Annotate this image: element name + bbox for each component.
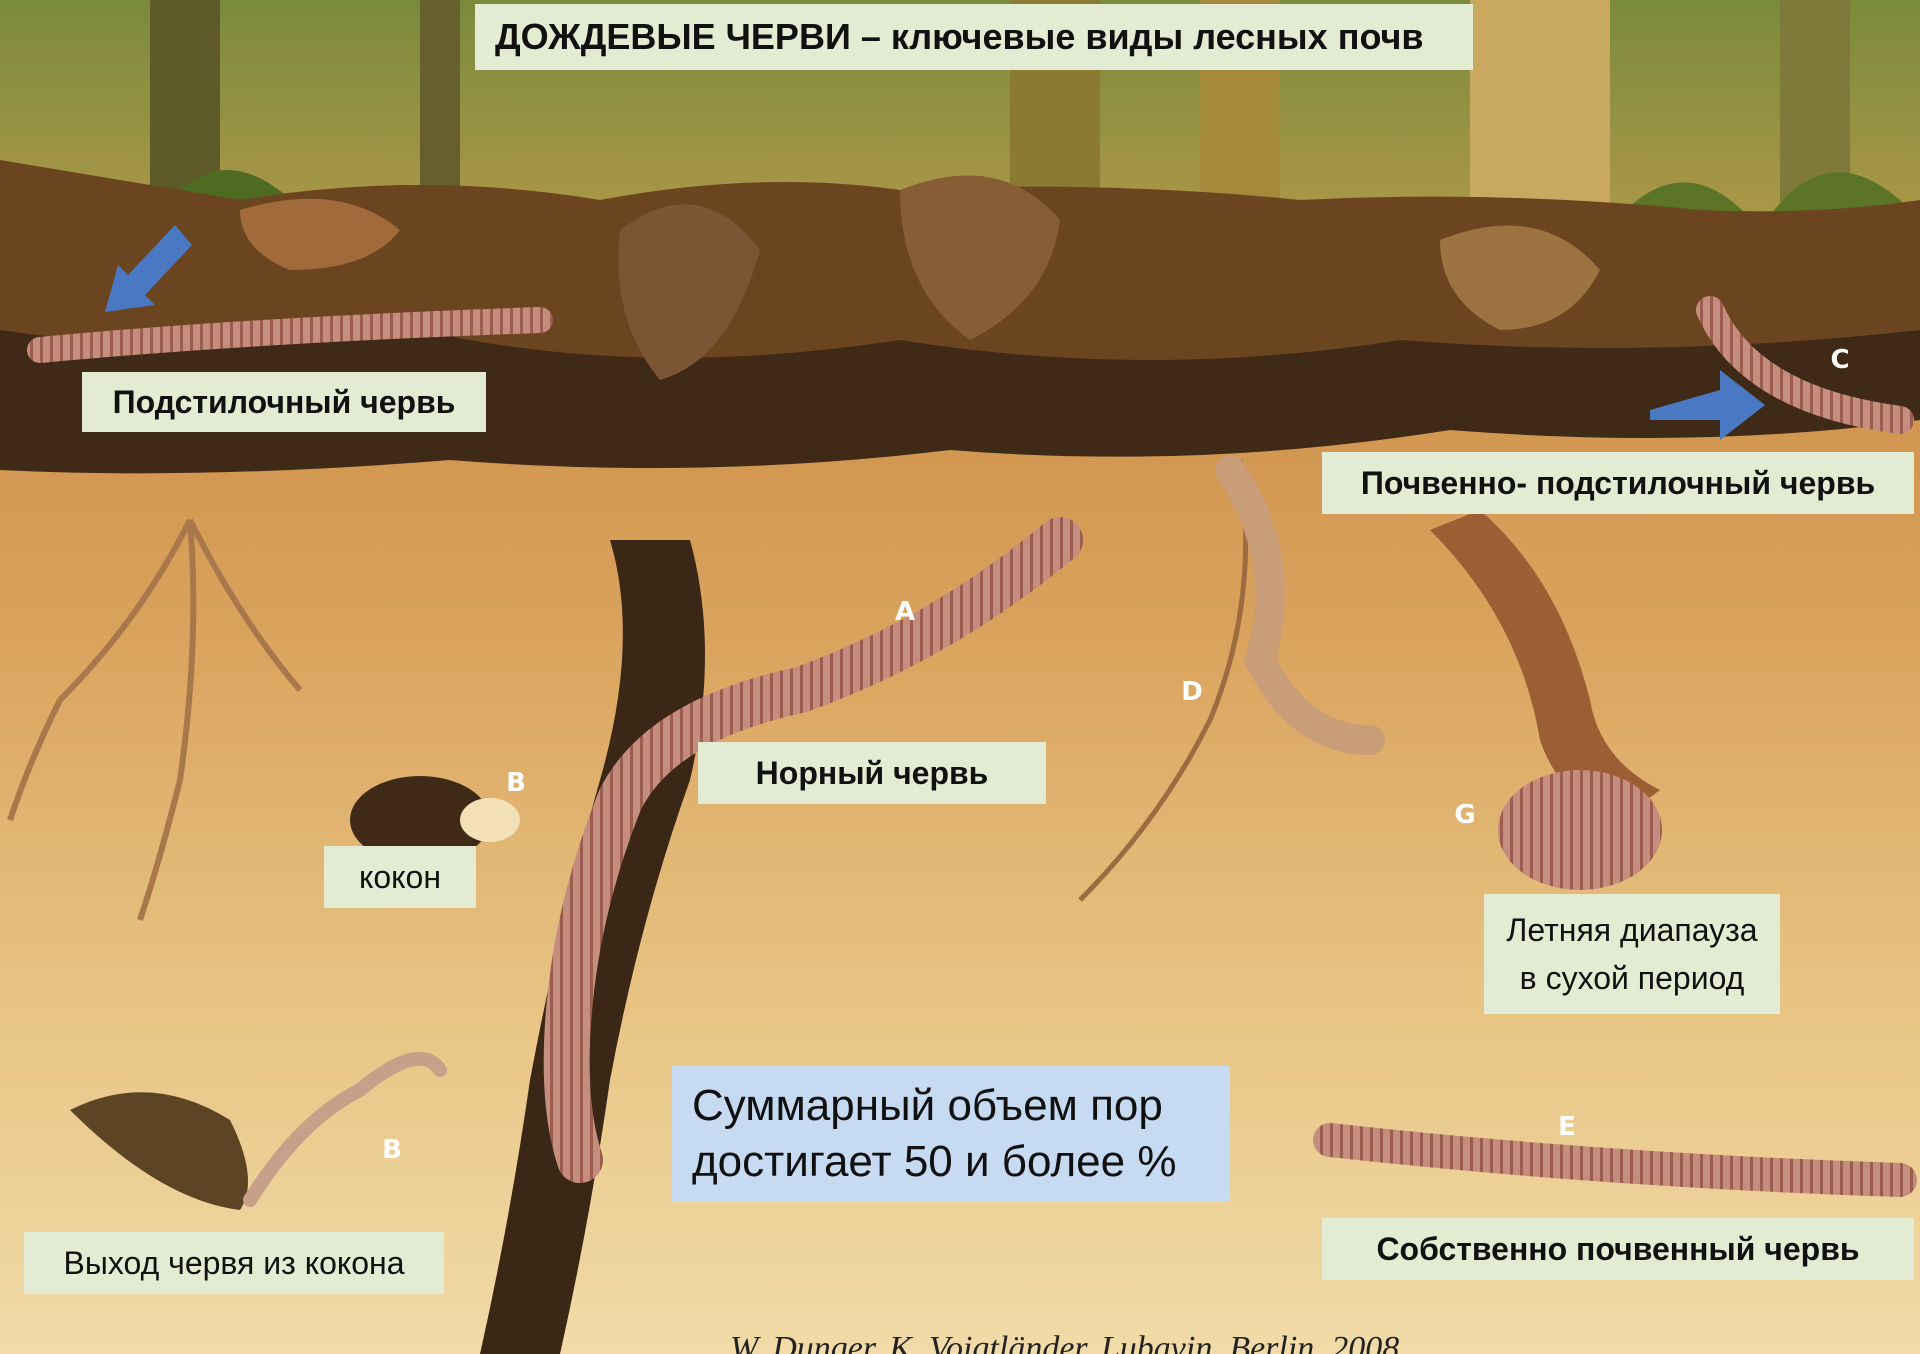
label-burrow-worm: Норный червь bbox=[698, 742, 1046, 804]
marker-c: C bbox=[1830, 345, 1849, 375]
pore-volume-note: Суммарный объем пор достигает 50 и более… bbox=[672, 1066, 1230, 1202]
citation: W. Dunger, K. Voigtländer, Lubavin, Berl… bbox=[730, 1330, 1399, 1354]
label-summer-diapause-line1: Летняя диапауза bbox=[1506, 906, 1757, 954]
label-soil-litter-worm: Почвенно- подстилочный червь bbox=[1322, 452, 1914, 514]
marker-e: E bbox=[1558, 1112, 1576, 1142]
pore-note-line1: Суммарный объем пор bbox=[692, 1078, 1163, 1134]
tree-trunk bbox=[1470, 0, 1610, 220]
marker-a: A bbox=[895, 597, 915, 627]
marker-d: D bbox=[1181, 677, 1203, 707]
label-hatching: Выход червя из кокона bbox=[24, 1232, 444, 1294]
label-litter-worm: Подстилочный червь bbox=[82, 372, 486, 432]
page-title: ДОЖДЕВЫЕ ЧЕРВИ – ключевые виды лесных по… bbox=[475, 4, 1473, 70]
cocoon-shape bbox=[460, 798, 520, 842]
worm-coiled bbox=[1498, 770, 1662, 890]
label-summer-diapause: Летняя диапауза в сухой период bbox=[1484, 894, 1780, 1014]
marker-g: G bbox=[1454, 800, 1475, 830]
marker-b: B bbox=[506, 768, 526, 798]
marker-b: B bbox=[382, 1135, 402, 1165]
pore-note-line2: достигает 50 и более % bbox=[692, 1134, 1176, 1190]
label-summer-diapause-line2: в сухой период bbox=[1520, 954, 1745, 1002]
label-cocoon: кокон bbox=[324, 846, 476, 908]
tree-trunk bbox=[420, 0, 460, 210]
label-soil-worm: Собственно почвенный червь bbox=[1322, 1218, 1914, 1280]
